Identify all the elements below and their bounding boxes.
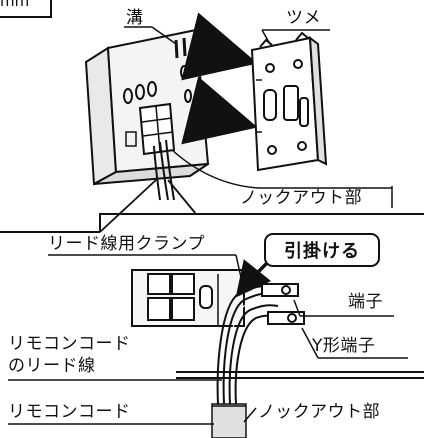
corner-label-box: mm xyxy=(0,0,52,18)
y-terminal-label: Y形端子 xyxy=(312,336,376,356)
mounting-plate xyxy=(250,31,328,172)
remote-body xyxy=(84,28,210,201)
groove-label: 溝 xyxy=(126,8,144,28)
detail-terminal-block xyxy=(131,269,245,327)
tab-label: ツメ xyxy=(286,8,321,28)
knockout-bottom-label: ノックアウト部 xyxy=(258,402,381,422)
y-terminals xyxy=(261,283,305,325)
remote-cord-label: リモコンコード xyxy=(8,402,131,422)
detail-cord xyxy=(211,403,247,438)
corner-label: mm xyxy=(0,0,30,10)
lead-clamp-label: リード線用クランプ xyxy=(48,234,205,254)
hook-callout: 引掛ける xyxy=(264,233,380,267)
remote-lead-label-line1: リモコンコード xyxy=(8,334,131,354)
knockout-top-label: ノックアウト部 xyxy=(240,188,363,208)
terminal-label: 端子 xyxy=(348,292,383,312)
remote-lead-label-line2: のリード線 xyxy=(8,356,96,376)
